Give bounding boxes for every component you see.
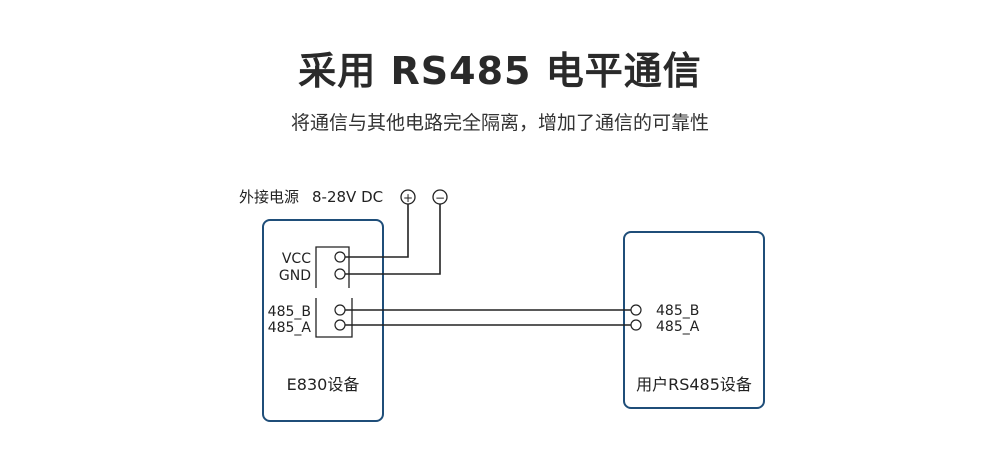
pin-label-gnd: GND [279, 268, 311, 284]
user-device-label: 用户RS485设备 [636, 375, 752, 394]
power-voltage-label: 8-28V DC [312, 188, 383, 206]
plus-terminal-icon: + [400, 189, 416, 205]
svg-text:+: + [403, 191, 413, 205]
pin-label-485a-right: 485_A [656, 319, 700, 335]
page-title: 采用 RS485 电平通信 [298, 49, 702, 93]
pin-label-vcc: VCC [282, 251, 311, 267]
pin-label-485b-left: 485_B [268, 304, 311, 320]
485a-pin-left [334, 319, 346, 331]
e830-device-box [262, 219, 384, 422]
power-connector [315, 246, 350, 288]
minus-terminal-icon: − [432, 189, 448, 205]
485b-pin-left [334, 304, 346, 316]
485a-pin-right [630, 319, 642, 331]
e830-device-label: E830设备 [287, 375, 360, 394]
rs485-connector [315, 298, 353, 338]
pin-label-485a-left: 485_A [268, 320, 312, 336]
pin-label-485b-right: 485_B [656, 303, 699, 319]
page-subtitle: 将通信与其他电路完全隔离，增加了通信的可靠性 [290, 112, 709, 134]
gnd-wire [345, 204, 441, 275]
user-rs485-device-box [623, 231, 765, 409]
svg-text:−: − [435, 191, 445, 205]
485b-pin-right [630, 304, 642, 316]
vcc-pin [334, 251, 346, 263]
power-supply-label: 外接电源 [239, 188, 299, 206]
gnd-pin [334, 268, 346, 280]
vcc-wire [345, 204, 409, 258]
